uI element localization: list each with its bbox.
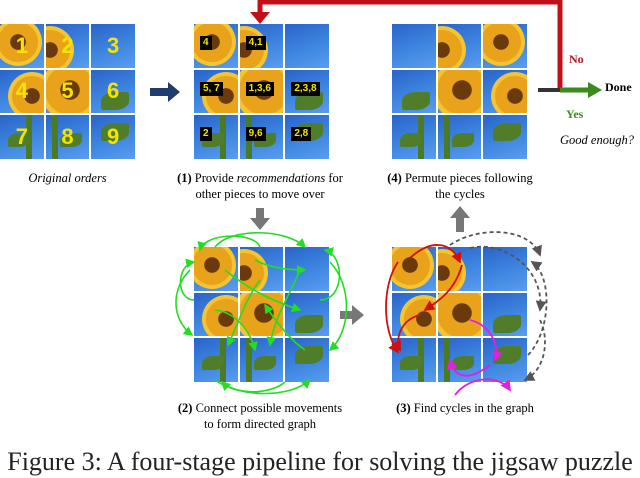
puzzle-piece xyxy=(392,115,436,159)
recommend-caption-num: (1) xyxy=(177,171,192,185)
puzzle-piece: 5 xyxy=(45,69,90,114)
puzzle-piece xyxy=(392,69,436,114)
puzzle-piece: 3 xyxy=(91,24,135,68)
piece-label: 3 xyxy=(107,32,120,58)
piece-label: 8 xyxy=(61,124,74,150)
piece-label: 4 xyxy=(15,78,28,104)
piece-label: 2,3,8 xyxy=(291,81,320,96)
original-caption: Original orders xyxy=(28,171,107,185)
step-arrow-right xyxy=(340,305,364,325)
puzzle-piece: 2 xyxy=(45,24,90,68)
recommend-caption-line2: other pieces to move over xyxy=(195,187,325,201)
puzzle-piece xyxy=(285,24,329,68)
step-arrow-up xyxy=(450,206,470,232)
permute-caption-num: (4) xyxy=(387,171,402,185)
arrow-overlay xyxy=(150,0,602,396)
cycles-caption: (3) Find cycles in the graph xyxy=(375,400,555,416)
puzzle-piece: 4 xyxy=(0,69,44,114)
figure-caption: Figure 3: A four-stage pipeline for solv… xyxy=(7,447,633,476)
permute-caption-line1: Permute pieces following xyxy=(404,171,533,185)
cycles-caption-line1: Find cycles in the graph xyxy=(413,401,534,415)
yes-label: Yes xyxy=(566,107,584,121)
graph-caption-line2: to form directed graph xyxy=(203,417,317,431)
puzzle-piece: 6 xyxy=(91,69,135,114)
piece-label: 1 xyxy=(15,32,28,58)
piece-label: 4,1 xyxy=(245,36,266,50)
piece-label: 2,8 xyxy=(291,127,312,142)
puzzle-piece xyxy=(285,338,329,382)
puzzle-piece xyxy=(437,24,482,68)
permuted-puzzle-grid xyxy=(392,24,527,159)
piece-label: 4 xyxy=(200,36,212,50)
permute-caption: (4) Permute pieces following the cycles xyxy=(370,170,550,202)
puzzle-piece: 1,3,6 xyxy=(239,69,284,114)
puzzle-piece: 1 xyxy=(0,24,44,68)
piece-label: 7 xyxy=(15,124,28,150)
piece-label: 6 xyxy=(107,78,120,104)
cycle-edges xyxy=(385,231,548,396)
recommend-caption-em: recommendations xyxy=(236,171,326,185)
graph-caption: (2) Connect possible movements to form d… xyxy=(150,400,370,432)
puzzle-piece xyxy=(483,292,527,337)
puzzle-piece xyxy=(483,115,527,159)
puzzle-piece: 7 xyxy=(0,115,44,159)
puzzle-piece xyxy=(392,24,436,68)
puzzle-piece: 2,3,8 xyxy=(285,69,329,114)
puzzle-piece xyxy=(483,338,527,382)
good-enough-question: Good enough? xyxy=(560,133,634,147)
puzzle-piece xyxy=(437,69,482,114)
piece-label: 9,6 xyxy=(245,127,266,142)
piece-label: 5 xyxy=(61,78,74,104)
puzzle-piece: 2,8 xyxy=(285,115,329,159)
piece-label: 1,3,6 xyxy=(245,81,274,96)
puzzle-piece: 4 xyxy=(194,24,238,68)
puzzle-piece xyxy=(483,24,527,68)
recommend-caption-post: for xyxy=(328,171,343,185)
no-label: No xyxy=(569,52,584,66)
puzzle-piece: 9,6 xyxy=(239,115,284,159)
recommend-caption-pre: Provide xyxy=(194,171,234,185)
done-label: Done xyxy=(605,80,632,94)
puzzle-piece: 9 xyxy=(91,115,135,159)
no-feedback-arrow xyxy=(250,0,563,88)
graph-caption-line1: Connect possible movements xyxy=(195,401,343,415)
recommendation-puzzle-grid: 4 4,1 5, 7 1,3,6 2,3,8 2 9,6 2,8 xyxy=(194,24,329,159)
piece-label: 5, 7 xyxy=(200,81,223,96)
original-puzzle-grid: 1 2 3 4 5 6 7 8 9 xyxy=(0,24,135,159)
piece-label: 2 xyxy=(61,32,74,58)
puzzle-piece xyxy=(437,115,482,159)
cycles-caption-num: (3) xyxy=(396,401,411,415)
permute-caption-line2: the cycles xyxy=(435,187,485,201)
recommend-caption: (1) Provide recommendations for other pi… xyxy=(160,170,360,202)
puzzle-piece xyxy=(483,69,527,114)
puzzle-piece xyxy=(483,247,527,291)
puzzle-piece xyxy=(437,292,482,337)
cycles-puzzle-grid xyxy=(392,247,527,382)
graph-edges xyxy=(175,232,348,395)
step-arrow-1 xyxy=(150,82,180,102)
graph-caption-num: (2) xyxy=(177,401,193,415)
puzzle-piece: 4,1 xyxy=(239,24,284,68)
puzzle-piece: 2 xyxy=(194,115,238,159)
piece-label: 9 xyxy=(107,124,120,150)
puzzle-piece xyxy=(194,247,238,291)
puzzle-piece: 5, 7 xyxy=(194,69,238,114)
puzzle-piece xyxy=(239,338,284,382)
step-arrow-down xyxy=(250,208,270,230)
puzzle-piece: 8 xyxy=(45,115,90,159)
puzzle-piece xyxy=(239,247,284,291)
decision-node xyxy=(538,82,602,98)
piece-label: 2 xyxy=(200,127,212,142)
